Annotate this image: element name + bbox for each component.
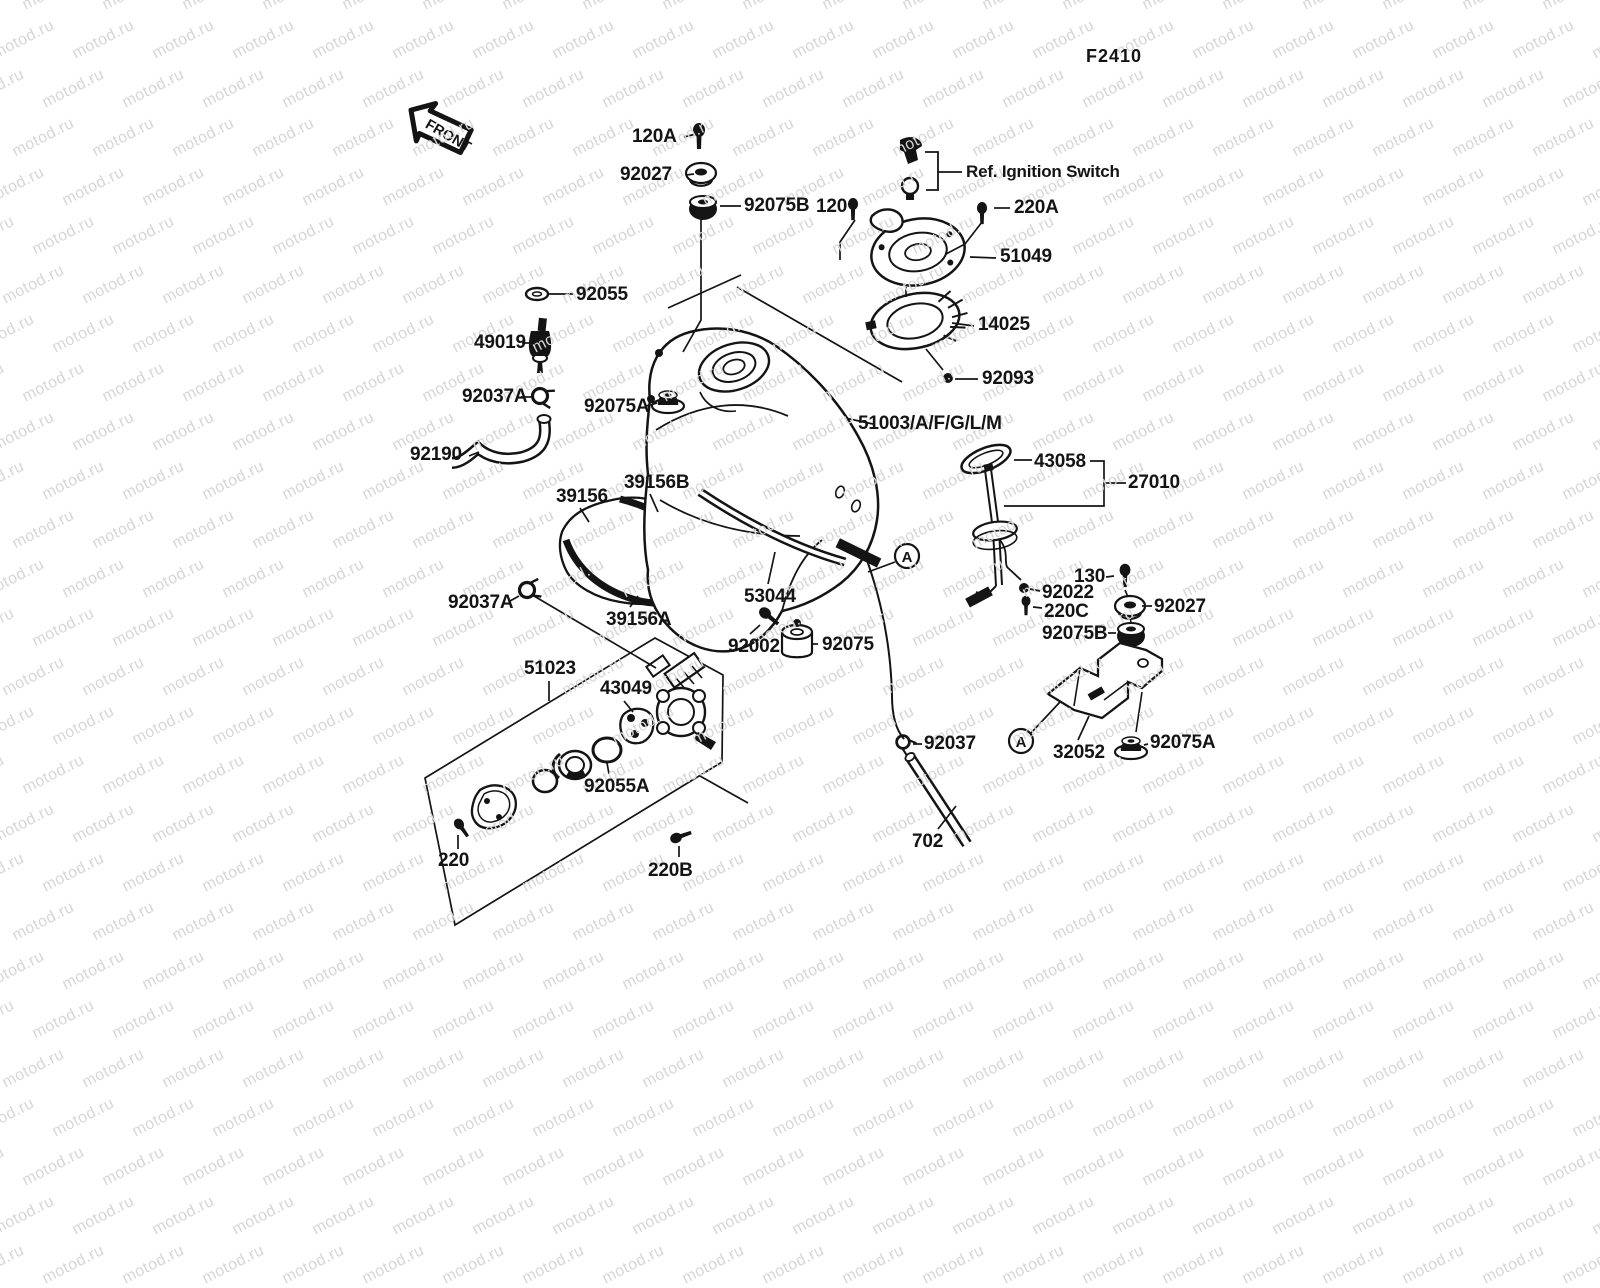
part-label-51023: 51023 xyxy=(524,658,576,680)
part-label-92002: 92002 xyxy=(728,636,780,658)
part-label-39156b: 39156B xyxy=(624,472,689,494)
part-label-220c: 220C xyxy=(1044,601,1089,623)
part-label-92075b: 92075B xyxy=(744,195,809,217)
watermark-text: motod.ru xyxy=(280,1242,348,1288)
part-label-39156: 39156 xyxy=(556,486,608,508)
part-label-39156a: 39156A xyxy=(606,609,671,631)
watermark-text: motod.ru xyxy=(200,1242,268,1288)
part-label-49019: 49019 xyxy=(474,332,526,354)
part-label-92190: 92190 xyxy=(410,444,462,466)
watermark-text: motod.ru xyxy=(600,1242,668,1288)
watermark-text: motod.ru xyxy=(1560,1242,1600,1288)
part-label-53044: 53044 xyxy=(744,586,796,608)
watermark-text: motod.ru xyxy=(680,1242,748,1288)
part-label-92037: 92037 xyxy=(924,733,976,755)
watermark-text: motod.ru xyxy=(1240,1242,1308,1288)
part-label-27010: 27010 xyxy=(1128,472,1180,494)
part-label-14025: 14025 xyxy=(978,314,1030,336)
watermark-text: motod.ru xyxy=(440,1242,508,1288)
part-label-220a: 220A xyxy=(1014,197,1059,219)
watermark-text: motod.ru xyxy=(1480,1242,1548,1288)
watermark-text: motod.ru xyxy=(1400,1242,1468,1288)
watermark-text: motod.ru xyxy=(360,1242,428,1288)
watermark-text: motod.ru xyxy=(40,1242,108,1288)
part-label-92093: 92093 xyxy=(982,368,1034,390)
part-label-92075: 92075 xyxy=(822,634,874,656)
watermark-text: motod.ru xyxy=(840,1242,908,1288)
part-label-120a: 120A xyxy=(632,126,677,148)
part-label-220: 220 xyxy=(438,850,469,872)
watermark-text: motod.ru xyxy=(920,1242,988,1288)
part-label-51049: 51049 xyxy=(1000,246,1052,268)
part-label-92075b-2: 92075B xyxy=(1042,623,1107,645)
part-label-43049: 43049 xyxy=(600,678,652,700)
watermark-text: motod.ru xyxy=(1080,1242,1148,1288)
watermark-text: motod.ru xyxy=(1000,1242,1068,1288)
part-label-92037a-2: 92037A xyxy=(448,592,513,614)
part-label-120: 120 xyxy=(816,196,847,218)
fiche-code: F2410 xyxy=(1086,46,1142,67)
watermark-text: motod.ru xyxy=(0,1242,28,1288)
callout-labels-layer: F2410 120A 92027 92075B 120 220A Ref. Ig… xyxy=(0,0,1600,1200)
part-label-92027-2: 92027 xyxy=(1154,596,1206,618)
ref-ignition-switch-note: Ref. Ignition Switch xyxy=(966,162,1120,182)
watermark-text: motod.ru xyxy=(120,1242,188,1288)
watermark-text: motod.ru xyxy=(1320,1242,1388,1288)
part-label-220b: 220B xyxy=(648,860,693,882)
watermark-text: motod.ru xyxy=(760,1242,828,1288)
part-label-92075a-2: 92075A xyxy=(1150,732,1215,754)
part-label-92055: 92055 xyxy=(576,284,628,306)
part-label-92027: 92027 xyxy=(620,164,672,186)
part-label-43058: 43058 xyxy=(1034,451,1086,473)
watermark-text: motod.ru xyxy=(1160,1242,1228,1288)
part-label-702: 702 xyxy=(912,831,943,853)
watermark-text: motod.ru xyxy=(520,1242,588,1288)
part-label-92075a: 92075A xyxy=(584,396,649,418)
part-label-32052: 32052 xyxy=(1053,742,1105,764)
part-label-92037a: 92037A xyxy=(462,386,527,408)
part-label-51003: 51003/A/F/G/L/M xyxy=(858,413,1002,435)
part-label-92055a: 92055A xyxy=(584,776,649,798)
